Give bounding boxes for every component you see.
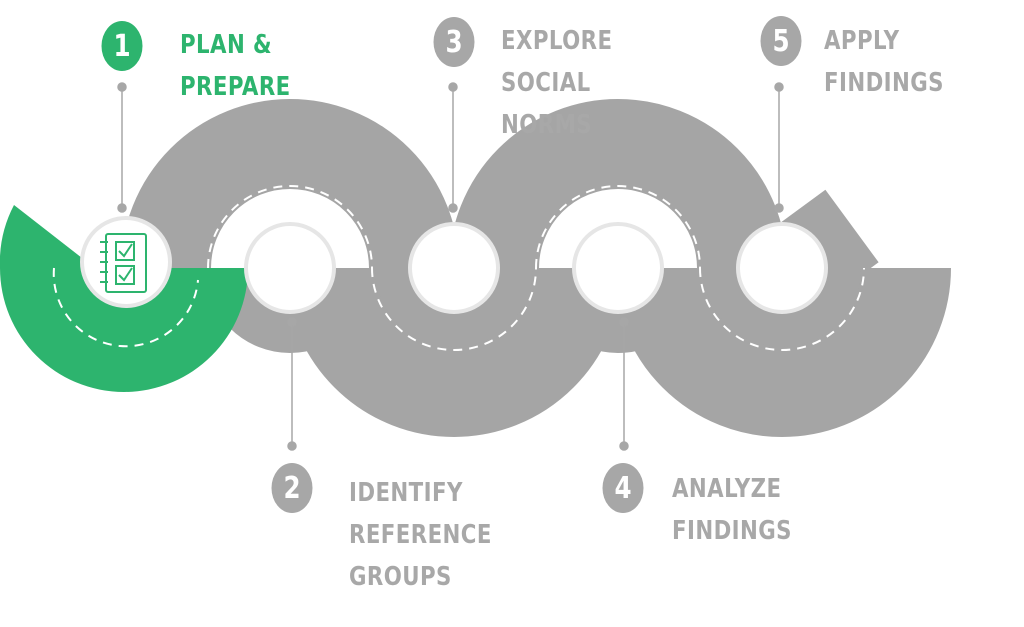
milestone-ring-3 <box>408 222 500 314</box>
connector-dot <box>774 203 784 213</box>
step-badge-4: 4 <box>602 463 644 513</box>
milestone-rings <box>80 216 828 314</box>
connector-dot <box>619 441 629 451</box>
connector-dot <box>117 203 127 213</box>
step-label-5-line-2: FINDINGS <box>824 68 944 98</box>
connector-dot <box>287 317 297 327</box>
step-label-2-line-1: IDENTIFY <box>349 478 463 508</box>
step-label-4-line-2: FINDINGS <box>672 516 792 546</box>
checklist-icon <box>100 233 147 293</box>
milestone-ring-1 <box>80 216 172 308</box>
step-label-3-line-2: SOCIAL <box>501 68 591 98</box>
step-label-1: PLAN & PREPARE <box>180 24 291 108</box>
connector-dot <box>774 82 784 92</box>
step-label-3-line-1: EXPLORE <box>501 26 613 56</box>
step-label-5: APPLY FINDINGS <box>824 20 944 104</box>
step-label-3: EXPLORE SOCIAL NORMS <box>501 20 612 146</box>
step-label-2-line-3: GROUPS <box>349 562 452 592</box>
lane-marking-4 <box>699 267 865 351</box>
step-label-4: ANALYZE FINDINGS <box>672 468 792 552</box>
step-badge-1: 1 <box>101 21 143 71</box>
lane-marking-1 <box>207 185 373 269</box>
step-label-1-line-2: PREPARE <box>180 72 291 102</box>
lane-markings <box>52 185 865 351</box>
road-segment-green <box>0 205 248 392</box>
connector-dot <box>619 317 629 327</box>
step-label-5-line-1: APPLY <box>824 26 900 56</box>
step-label-4-line-1: ANALYZE <box>672 474 782 504</box>
step-badge-5: 5 <box>760 16 802 66</box>
step-label-2: IDENTIFY REFERENCE GROUPS <box>349 472 492 598</box>
lane-marking-green <box>52 267 199 348</box>
connector-dot <box>117 82 127 92</box>
lane-marking-2 <box>371 267 537 351</box>
milestone-ring-2 <box>244 222 336 314</box>
lane-marking-3 <box>535 185 701 269</box>
connector-dot <box>448 82 458 92</box>
step-label-2-line-2: REFERENCE <box>349 520 492 550</box>
milestone-ring-4 <box>572 222 664 314</box>
connector-dot <box>448 203 458 213</box>
step-badge-3: 3 <box>433 17 475 67</box>
step-badge-2: 2 <box>271 463 313 513</box>
step-label-1-line-1: PLAN & <box>180 30 273 60</box>
step-label-3-line-3: NORMS <box>501 110 593 140</box>
milestone-ring-5 <box>736 222 828 314</box>
connectors <box>117 82 784 451</box>
connector-dot <box>287 441 297 451</box>
